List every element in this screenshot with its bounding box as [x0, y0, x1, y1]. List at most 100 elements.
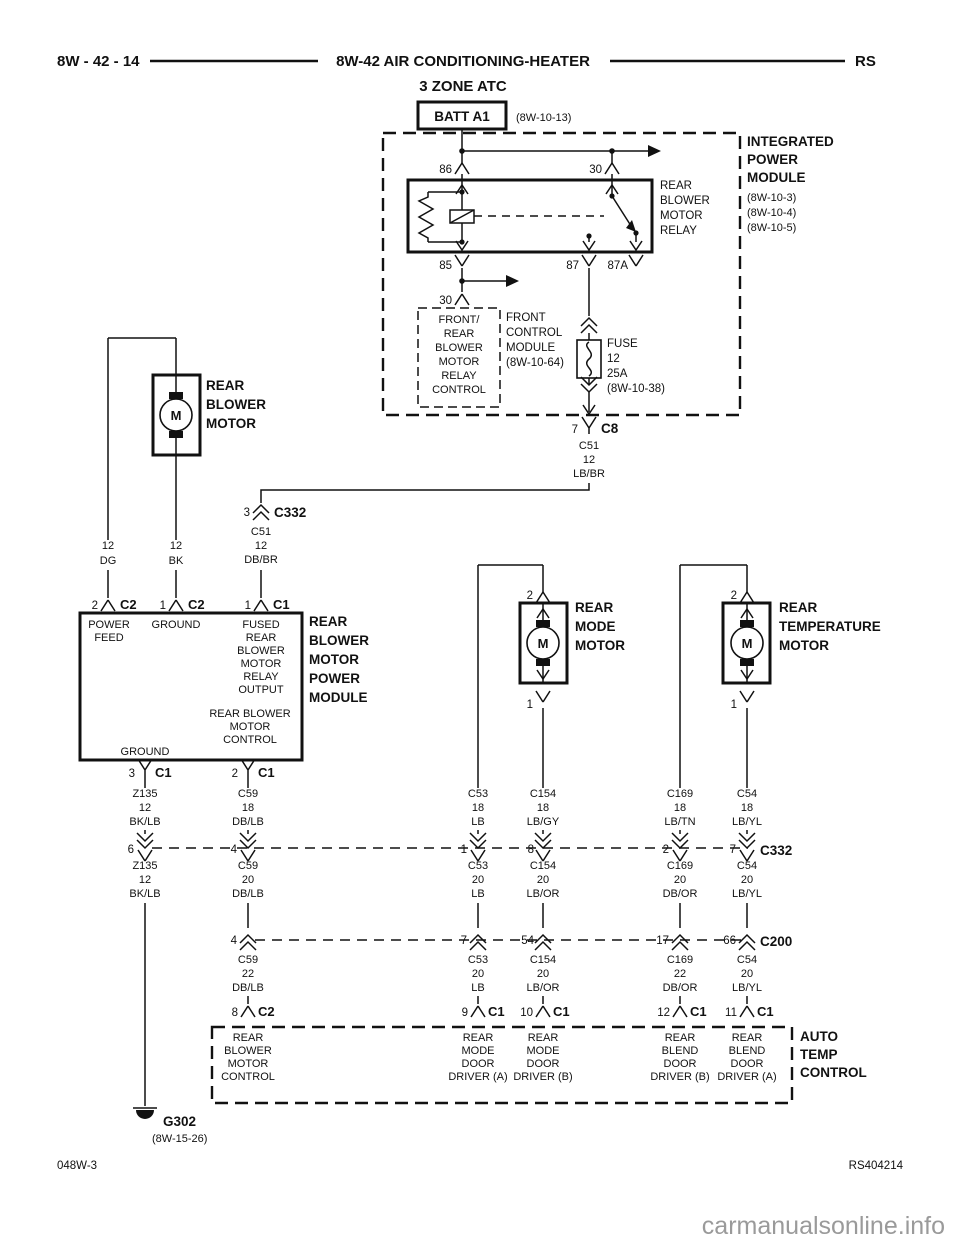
battery-label: BATT A1: [434, 109, 490, 124]
relay-coil-slash: [449, 209, 475, 224]
pm-ground-2: GROUND: [121, 746, 170, 758]
c200-pin: 7: [461, 935, 467, 947]
region-code: RS: [855, 53, 876, 70]
motor-brush-icon: [169, 392, 183, 399]
mode-motor-wires: [478, 564, 551, 703]
pm-pin: 2: [232, 768, 238, 780]
relay-pin-85: 85: [439, 260, 452, 272]
motor-m: M: [538, 636, 549, 651]
pm-pin: 1: [245, 600, 251, 612]
c51-route-wire: [260, 483, 590, 503]
c1-pin: 9: [462, 1007, 468, 1019]
c1-name: C1: [553, 1004, 570, 1019]
junction-dot: [586, 233, 592, 239]
c332-pin: 6: [128, 844, 134, 856]
c2-bottom-pin: 8: [232, 1007, 238, 1019]
fcm-pin-30: 30: [439, 295, 452, 307]
temp-motor-pin-1: 1: [731, 699, 737, 711]
ipm-refs: (8W-10-3)(8W-10-4)(8W-10-5): [747, 192, 796, 234]
c332-pin: 1: [461, 844, 467, 856]
relay-pin-87a: 87A: [608, 260, 629, 272]
pm-conn: C1: [273, 597, 290, 612]
temp-motor-wires: [680, 564, 755, 703]
ground-name: G302: [163, 1114, 196, 1129]
junction-dot: [459, 278, 465, 284]
motor-brush-icon: [169, 431, 183, 438]
junction-dot: [633, 230, 639, 236]
mode-motor-pin-1: 1: [527, 699, 533, 711]
c200-pin: 4: [231, 935, 238, 947]
pm-conn: C2: [188, 597, 205, 612]
c332-top-name: C332: [274, 505, 306, 520]
motor-circle-icon: [526, 626, 560, 660]
c1-name: C1: [757, 1004, 774, 1019]
junction-dot: [459, 239, 465, 245]
relay-pin-30: 30: [589, 164, 602, 176]
motor-circle-icon: [159, 398, 193, 432]
fuse-wire: [576, 268, 602, 415]
c200-pin: 17: [656, 935, 669, 947]
c2-bottom-name: C2: [258, 1004, 275, 1019]
page-code: 8W - 42 - 14: [57, 53, 140, 70]
pm-pin: 3: [129, 768, 135, 780]
c200-pin: 66: [723, 935, 736, 947]
header: 8W - 42 - 14 8W-42 AIR CONDITIONING-HEAT…: [57, 53, 876, 95]
temp-motor-box: [721, 601, 772, 685]
c332-connector-row: 6 4 1 8 2 7 C332: [128, 832, 792, 862]
fcm-continue-arrow-icon: [506, 275, 519, 287]
atc-dashed-box: [210, 1025, 794, 1105]
junction-dot: [459, 148, 465, 154]
battery-ref: (8W-10-13): [516, 112, 571, 124]
relay-top-terminals: [454, 162, 620, 196]
relay-pin-86: 86: [439, 164, 452, 176]
pm-pin: 2: [92, 600, 98, 612]
c200-row-name: C200: [760, 934, 792, 949]
junction-dot: [609, 193, 615, 199]
footer-right-code: RS404214: [849, 1160, 904, 1172]
ground-ref: (8W-15-26): [152, 1133, 207, 1145]
pm-conn: C2: [120, 597, 137, 612]
motor-brush-icon: [536, 659, 550, 666]
footer-left-code: 048W-3: [57, 1160, 97, 1172]
watermark: carmanualsonline.info: [702, 1212, 945, 1240]
relay-box: [406, 178, 654, 254]
relay-pin-87: 87: [566, 260, 579, 272]
pm-ground: GROUND: [152, 619, 201, 631]
motor-circle-icon: [730, 626, 764, 660]
c200-pin: 54: [521, 935, 534, 947]
mode-motor-pin-2: 2: [527, 590, 533, 602]
page-subtitle: 3 ZONE ATC: [419, 78, 507, 95]
